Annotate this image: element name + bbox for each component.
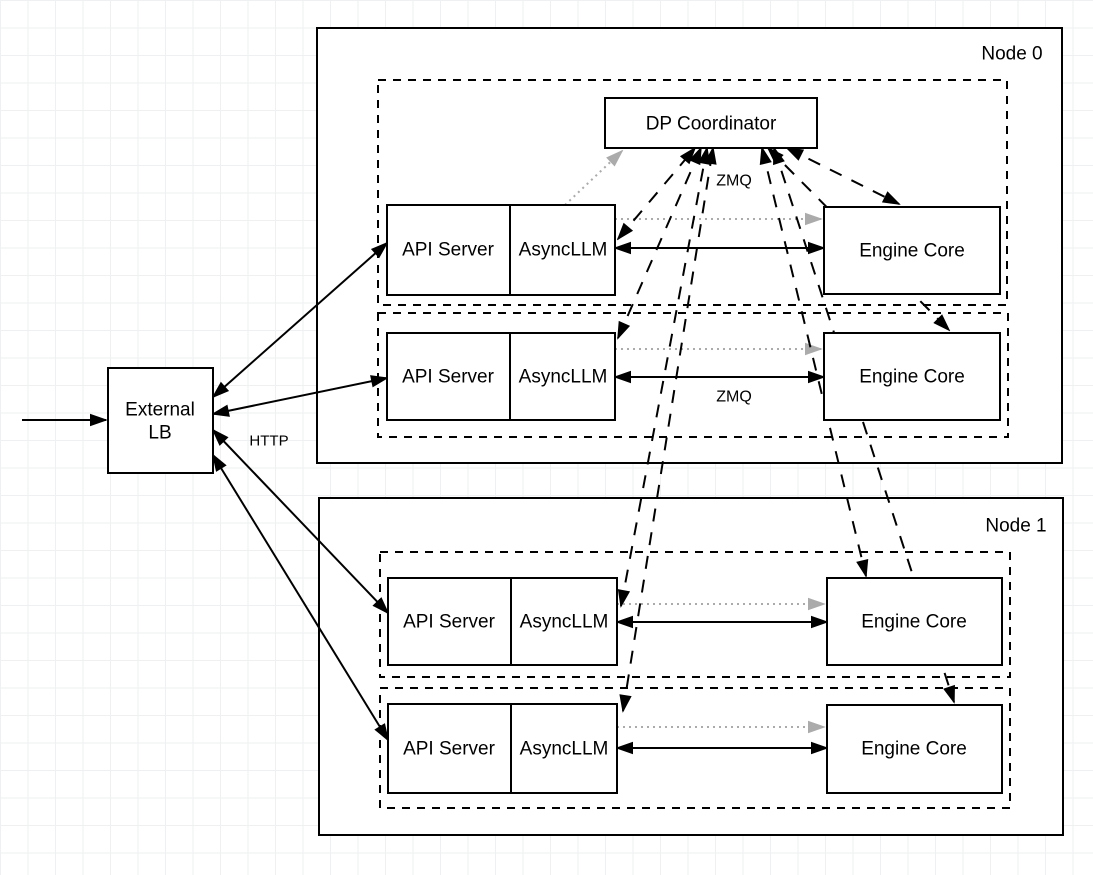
engine-core-1-label: Engine Core bbox=[859, 241, 965, 262]
async-llm-2-label: AsyncLLM bbox=[519, 367, 608, 388]
node0-replica1-container bbox=[377, 79, 1008, 306]
edge-dotted-asyncllm1-coordinator bbox=[564, 151, 622, 206]
node1-label: Node 1 bbox=[985, 516, 1046, 537]
edge-lb-api2 bbox=[213, 378, 387, 414]
zmq-engine-edge-label: ZMQ bbox=[716, 389, 752, 406]
api-server-3-box bbox=[387, 577, 618, 666]
api-server-3-label: API Server bbox=[403, 612, 496, 633]
api-server-2-label: API Server bbox=[402, 367, 495, 388]
dp-coordinator-box bbox=[604, 97, 818, 149]
external-lb-label-line1: External bbox=[125, 400, 195, 421]
engine-core-2-box bbox=[823, 332, 1001, 421]
api-server-2-box bbox=[386, 332, 616, 421]
zmq-coordinator-edge-label: ZMQ bbox=[716, 173, 752, 190]
labels: Node 0 Node 1 External LB DP Coordinator… bbox=[125, 44, 1046, 760]
engine-core-4-box bbox=[826, 704, 1003, 794]
engine-core-4-label: Engine Core bbox=[861, 739, 967, 760]
http-edge-label: HTTP bbox=[249, 433, 288, 450]
engine-core-1-box bbox=[823, 206, 1001, 295]
engine-core-2-label: Engine Core bbox=[859, 367, 965, 388]
engine-core-3-label: Engine Core bbox=[861, 612, 967, 633]
node0-label: Node 0 bbox=[981, 44, 1042, 65]
engine-core-3-box bbox=[826, 577, 1003, 666]
api-server-4-box bbox=[387, 703, 618, 794]
async-llm-1-label: AsyncLLM bbox=[519, 240, 608, 261]
external-lb-box bbox=[107, 367, 214, 474]
edge-lb-api1 bbox=[213, 243, 387, 397]
external-lb-label-line2: LB bbox=[148, 423, 171, 444]
api-server-4-label: API Server bbox=[403, 739, 496, 760]
api-server-1-box bbox=[386, 204, 616, 296]
dp-coordinator-label: DP Coordinator bbox=[646, 114, 777, 135]
async-llm-3-label: AsyncLLM bbox=[520, 612, 609, 633]
api-server-1-label: API Server bbox=[402, 240, 495, 261]
async-llm-4-label: AsyncLLM bbox=[520, 739, 609, 760]
edge-lb-api4 bbox=[213, 455, 388, 740]
